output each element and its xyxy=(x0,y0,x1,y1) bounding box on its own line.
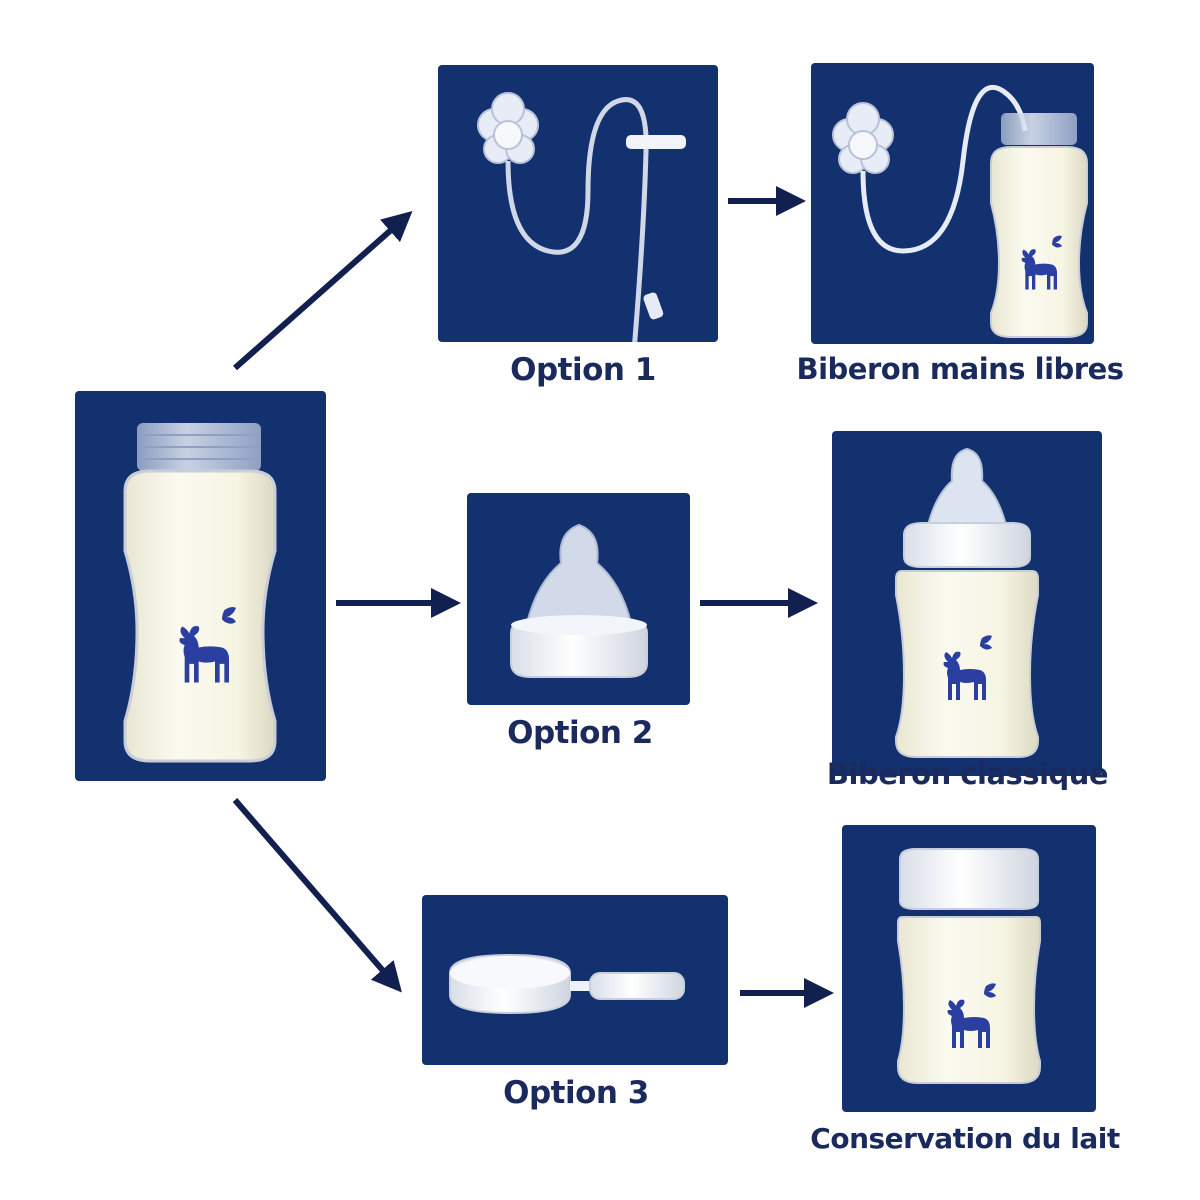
result-3-tile xyxy=(842,825,1096,1112)
result-1-label: Biberon mains libres xyxy=(796,352,1124,386)
option-2-tile xyxy=(467,493,690,705)
base-bottle-tile xyxy=(75,391,326,781)
option-1-tile xyxy=(438,65,718,342)
option-1-label: Option 1 xyxy=(510,352,656,388)
hands-free-tube-icon xyxy=(477,92,686,342)
result-1-tile xyxy=(811,63,1094,344)
arrow-to-option-1 xyxy=(233,211,413,371)
storage-lid-icon xyxy=(449,953,685,1015)
baby-bottle-icon xyxy=(123,423,277,763)
option-3-tile xyxy=(422,895,728,1065)
option-2-label: Option 2 xyxy=(507,715,653,751)
option-3-label: Option 3 xyxy=(503,1075,649,1111)
result-2-tile xyxy=(832,431,1102,776)
storage-bottle-icon xyxy=(897,848,1041,1084)
classic-bottle-icon xyxy=(895,447,1039,758)
result-2-label: Biberon classique xyxy=(826,757,1109,791)
result-3-label: Conservation du lait xyxy=(810,1122,1120,1155)
arrow-to-option-3 xyxy=(232,798,402,993)
nipple-teat-icon xyxy=(510,523,648,678)
hands-free-bottle-icon xyxy=(832,84,1088,338)
